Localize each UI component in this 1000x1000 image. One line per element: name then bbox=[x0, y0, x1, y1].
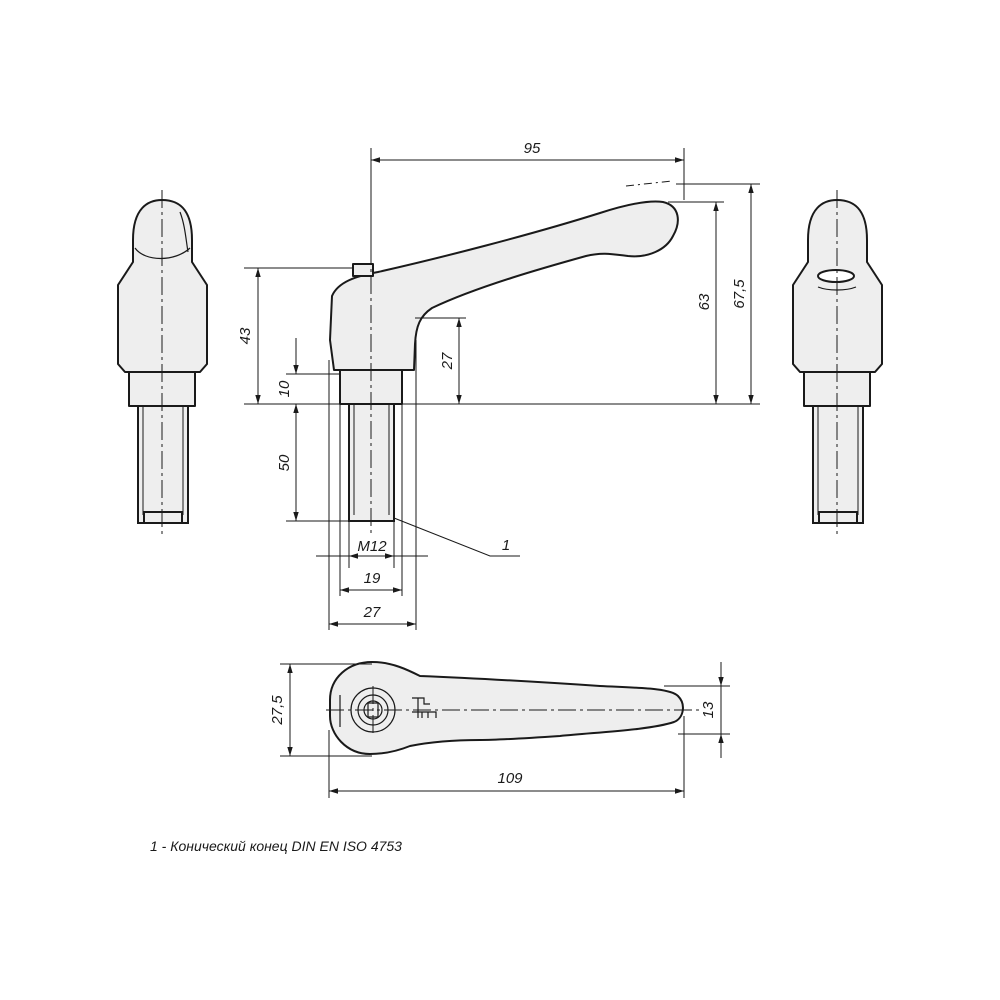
dimension-lines bbox=[255, 157, 754, 627]
dim-thread-m12: M12 bbox=[357, 538, 387, 555]
callout-1: 1 bbox=[502, 537, 510, 554]
footnote-caption: 1 - Конический конец DIN EN ISO 4753 bbox=[150, 838, 402, 854]
dim-13: 13 bbox=[700, 701, 717, 718]
dim-43: 43 bbox=[237, 327, 254, 344]
dim-27-5: 27,5 bbox=[269, 695, 286, 726]
top-view-dimensions bbox=[280, 662, 730, 798]
extension-lines bbox=[244, 148, 760, 630]
dim-63: 63 bbox=[696, 293, 713, 310]
top-view bbox=[326, 661, 700, 755]
left-side-view bbox=[117, 190, 208, 538]
dim-109: 109 bbox=[497, 770, 523, 787]
right-side-view bbox=[792, 190, 883, 538]
dim-19: 19 bbox=[364, 570, 381, 587]
front-view bbox=[329, 160, 679, 535]
dim-27-width: 27 bbox=[363, 604, 381, 621]
dim-10: 10 bbox=[276, 380, 293, 397]
dim-95: 95 bbox=[524, 140, 541, 157]
dim-67-5: 67,5 bbox=[731, 279, 748, 309]
dim-50: 50 bbox=[276, 454, 293, 471]
logo-icon bbox=[412, 697, 437, 718]
dim-27-height: 27 bbox=[439, 352, 456, 370]
